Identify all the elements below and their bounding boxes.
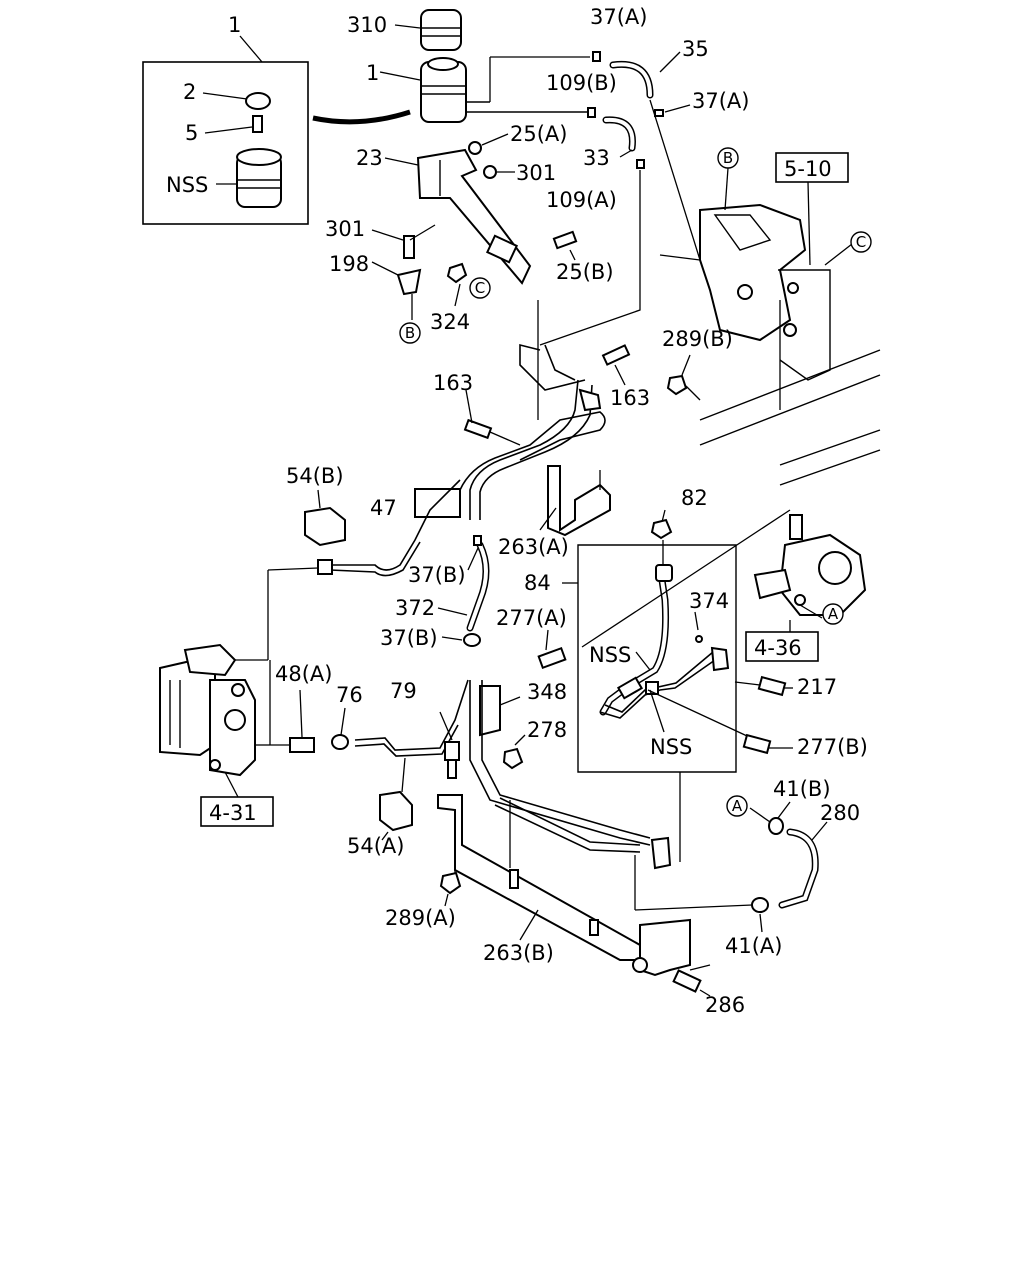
label-277b: 277(B) bbox=[797, 735, 868, 759]
label-109b: 109(B) bbox=[546, 71, 617, 95]
bracket-23 bbox=[384, 148, 532, 285]
hose-280 bbox=[749, 801, 828, 933]
reservoir-tank bbox=[379, 9, 590, 123]
marker-c-right: C bbox=[850, 231, 872, 253]
label-263b: 263(B) bbox=[483, 941, 554, 965]
power-steering-pump bbox=[753, 514, 867, 632]
fittings-48a-76-79 bbox=[270, 679, 469, 779]
bolt-286 bbox=[672, 964, 711, 997]
label-263a: 263(A) bbox=[498, 535, 569, 559]
steering-gearbox bbox=[159, 643, 271, 798]
label-37b-top: 37(B) bbox=[408, 563, 466, 587]
label-301-right: 301 bbox=[516, 161, 556, 185]
label-374: 374 bbox=[689, 589, 729, 613]
svg-text:B: B bbox=[723, 149, 733, 167]
label-2: 2 bbox=[183, 80, 196, 104]
label-37a-right: 37(A) bbox=[692, 89, 749, 113]
ref-label-4-36: 4-36 bbox=[754, 636, 802, 660]
ref-box-4-36 bbox=[745, 631, 819, 662]
marker-a-pump: A bbox=[822, 603, 844, 625]
label-25a: 25(A) bbox=[510, 122, 567, 146]
label-82: 82 bbox=[681, 486, 708, 510]
frame-rail bbox=[699, 300, 881, 486]
label-286: 286 bbox=[705, 993, 745, 1017]
label-47: 47 bbox=[370, 496, 397, 520]
hose-372 bbox=[437, 535, 490, 647]
bolts-25a-301 bbox=[371, 133, 578, 320]
label-nss-lower: NSS bbox=[650, 735, 692, 759]
bracket-263a bbox=[539, 465, 611, 537]
label-nss-upper: NSS bbox=[589, 643, 631, 667]
label-1-box: 1 bbox=[228, 13, 241, 37]
label-163-left: 163 bbox=[433, 371, 473, 395]
svg-text:B: B bbox=[405, 324, 415, 342]
label-310: 310 bbox=[347, 13, 387, 37]
label-289b: 289(B) bbox=[662, 327, 733, 351]
ref-label-5-10: 5-10 bbox=[784, 157, 832, 181]
label-163-right: 163 bbox=[610, 386, 650, 410]
label-25b: 25(B) bbox=[556, 260, 614, 284]
label-48a: 48(A) bbox=[275, 662, 332, 686]
marker-b-bottom: B bbox=[399, 322, 421, 344]
label-41b: 41(B) bbox=[773, 777, 831, 801]
svg-text:A: A bbox=[732, 797, 743, 815]
label-5: 5 bbox=[185, 121, 198, 145]
label-280: 280 bbox=[820, 801, 860, 825]
marker-a-hose: A bbox=[726, 795, 748, 817]
hoses-35-33 bbox=[539, 51, 701, 346]
label-33: 33 bbox=[583, 146, 610, 170]
label-23: 23 bbox=[356, 146, 383, 170]
ref-box-4-31 bbox=[200, 796, 274, 827]
svg-text:A: A bbox=[828, 605, 839, 623]
marker-b-top: B bbox=[717, 147, 739, 169]
ref-box-5-10 bbox=[775, 152, 849, 183]
svg-text:C: C bbox=[475, 279, 485, 297]
label-109a: 109(A) bbox=[546, 188, 617, 212]
label-277a: 277(A) bbox=[496, 606, 567, 630]
label-1-tank: 1 bbox=[366, 61, 379, 85]
reservoir-inset bbox=[142, 35, 309, 225]
label-372: 372 bbox=[395, 596, 435, 620]
label-289a: 289(A) bbox=[385, 906, 456, 930]
pipes-348-and-263b-bracket bbox=[437, 680, 753, 977]
label-348: 348 bbox=[527, 680, 567, 704]
label-54a: 54(A) bbox=[347, 834, 404, 858]
label-35: 35 bbox=[682, 37, 709, 61]
ref-label-4-31: 4-31 bbox=[209, 801, 257, 825]
label-nss-tank: NSS bbox=[166, 173, 208, 197]
inset-arrow bbox=[312, 109, 411, 125]
clip-54b-and-line bbox=[215, 479, 461, 661]
label-76: 76 bbox=[336, 683, 363, 707]
pump-hose-84 bbox=[562, 509, 791, 862]
label-301-left: 301 bbox=[325, 217, 365, 241]
label-217: 217 bbox=[797, 675, 837, 699]
label-37b-bottom: 37(B) bbox=[380, 626, 438, 650]
nut-289a bbox=[439, 871, 462, 907]
clip-54a bbox=[379, 757, 413, 841]
bolts-277-217 bbox=[537, 629, 793, 755]
label-324: 324 bbox=[430, 310, 470, 334]
label-84: 84 bbox=[524, 571, 551, 595]
bolts-163 bbox=[463, 344, 701, 446]
label-41a: 41(A) bbox=[725, 934, 782, 958]
label-198: 198 bbox=[329, 252, 369, 276]
label-278: 278 bbox=[527, 718, 567, 742]
label-79: 79 bbox=[390, 679, 417, 703]
label-54b: 54(B) bbox=[286, 464, 344, 488]
label-37a-top: 37(A) bbox=[590, 5, 647, 29]
svg-text:C: C bbox=[856, 233, 866, 251]
marker-c-bracket: C bbox=[469, 277, 491, 299]
